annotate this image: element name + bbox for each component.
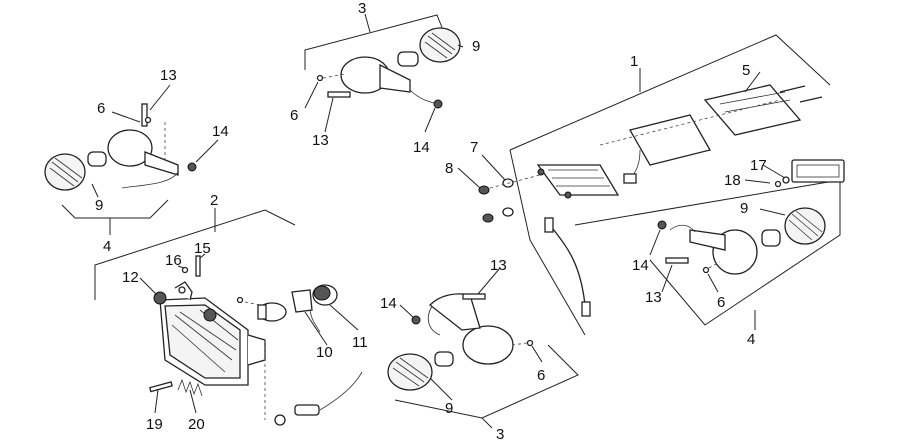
callout-9-top: 9	[472, 38, 480, 55]
rear-reflector	[791, 159, 845, 183]
turn-signal-bottom-assembly	[387, 293, 534, 391]
turn-signal-top-bulb	[397, 51, 419, 67]
callout-6-top: 6	[290, 107, 298, 124]
callout-13-bottom: 13	[490, 257, 507, 274]
callout-15: 15	[194, 240, 211, 257]
headlight-assembly	[149, 255, 363, 426]
turn-signal-left-stem	[144, 151, 179, 176]
turn-signal-bottom-housing	[462, 325, 514, 365]
callout-labels: 3 9 6 13 14 13 6 14 9 4 1 5 7 8 17 18 9 …	[95, 0, 767, 440]
callout-6-bottom: 6	[537, 367, 545, 384]
washer-16	[181, 266, 189, 274]
callout-2: 2	[210, 192, 218, 209]
screw-15	[195, 255, 201, 277]
washer-nut-set	[478, 174, 541, 223]
callout-11: 11	[352, 334, 368, 351]
turn-signal-right-assembly	[657, 207, 826, 275]
leader-lines	[91, 44, 786, 414]
turn-signal-right-lens	[784, 207, 826, 245]
callout-8: 8	[445, 160, 453, 177]
callout-20: 20	[188, 416, 205, 433]
callout-9-left: 9	[95, 197, 103, 214]
headlight-adjuster	[203, 308, 217, 322]
turn-signal-right-stem	[689, 229, 726, 251]
callout-9-right: 9	[740, 200, 748, 217]
turn-signal-top-nut	[433, 99, 443, 109]
screw-19	[149, 381, 173, 393]
group-bracket-4-left	[61, 199, 169, 235]
turn-signal-left-screw	[141, 103, 148, 127]
callout-13-right: 13	[645, 289, 662, 306]
callout-14-right: 14	[632, 257, 649, 274]
turn-signal-bottom-stem	[429, 293, 481, 331]
spring-20	[177, 378, 203, 397]
callout-14-top: 14	[413, 139, 430, 156]
callout-9-bottom: 9	[445, 400, 453, 417]
callout-14-bottom: 14	[380, 295, 397, 312]
turn-signal-left-assembly	[44, 103, 197, 191]
callout-4-left: 4	[103, 238, 111, 255]
turn-signal-left-bulb	[87, 151, 107, 167]
group-bracket-1-lower	[574, 179, 841, 330]
callout-6-left: 6	[97, 100, 105, 117]
turn-signal-right-screw	[665, 257, 689, 264]
turn-signal-top-stem	[379, 63, 411, 93]
group-bracket-3-bottom	[394, 344, 579, 429]
callout-16: 16	[165, 252, 182, 269]
callout-13-left: 13	[160, 67, 177, 84]
turn-signal-right-bulb	[761, 229, 781, 247]
turn-signal-bottom-bulb	[434, 351, 454, 367]
turn-signal-right-nut	[657, 220, 667, 230]
group-bracket-3-top	[304, 13, 446, 70]
position-bulb	[274, 414, 286, 426]
plate-light-housing	[536, 164, 620, 196]
callout-3-bottom: 3	[496, 426, 504, 440]
rear-bracket	[629, 114, 711, 166]
callout-1: 1	[630, 53, 638, 70]
rear-reflector-plate	[703, 84, 802, 136]
turn-signal-bottom-screw	[462, 293, 486, 300]
headlight-lens	[164, 304, 241, 379]
callout-14-left: 14	[212, 123, 229, 140]
bulb-holder-10	[291, 289, 313, 313]
nut	[478, 185, 490, 195]
callout-10: 10	[316, 344, 333, 361]
turn-signal-top-assembly	[316, 27, 461, 109]
callout-18: 18	[724, 172, 741, 189]
turn-signal-left-housing	[107, 129, 153, 167]
callout-7: 7	[470, 139, 478, 156]
callout-12: 12	[122, 269, 139, 286]
callout-4-right: 4	[747, 331, 755, 348]
position-bulb-socket	[294, 404, 320, 416]
callout-17: 17	[750, 157, 767, 174]
callout-3-top: 3	[358, 0, 366, 17]
callout-19: 19	[146, 416, 163, 433]
turn-signal-top-screw	[327, 91, 351, 98]
callout-13-top: 13	[312, 132, 329, 149]
tail-light-bracket-assembly	[536, 84, 845, 317]
turn-signal-left-nut	[187, 162, 197, 172]
group-bracket-2	[94, 208, 296, 300]
wiring-harness	[549, 224, 586, 306]
callout-5: 5	[742, 62, 750, 79]
group-bracket-1	[509, 34, 831, 336]
callout-6-right: 6	[717, 294, 725, 311]
